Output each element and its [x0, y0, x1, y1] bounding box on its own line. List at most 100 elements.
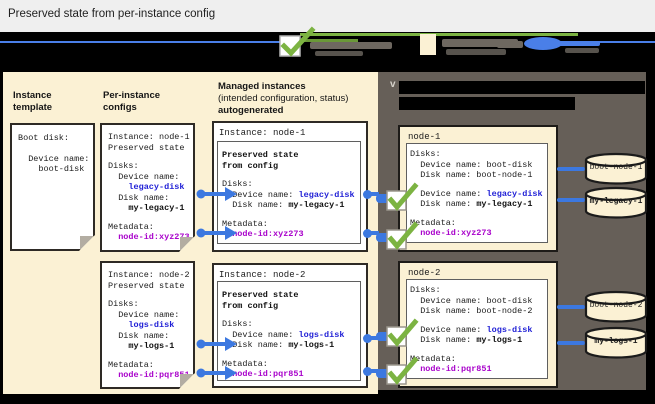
managed-instances-note: autogenerated [218, 105, 284, 116]
vm-card-node-2: node-2 Disks: Device name: boot-disk Dis… [398, 261, 558, 388]
managed-instances-title: Managed instances [218, 81, 306, 92]
connector-stub [376, 332, 391, 341]
legend-blue-line-right [558, 41, 655, 43]
per-instance-config-card-node-1: Instance: node-1 Preserved state Disks: … [100, 123, 195, 252]
disk-connector-line [557, 341, 585, 345]
config1-metadata-value: node-id:xyz273 [108, 232, 190, 242]
vm2-disks-label: Disks: [410, 285, 441, 295]
config2-instance-line: Instance: node-2 [108, 270, 190, 280]
managed-instance-card-node-2: Instance: node-2 Preserved state from co… [212, 263, 368, 388]
column-header-instance-template: Instance template [13, 90, 53, 113]
checkmark-icon-vm1-metadata [386, 221, 419, 250]
disk-label-boot-node-1: boot-node-1 [589, 163, 643, 172]
config2-state-line: Preserved state [108, 280, 185, 291]
config1-instance-line: Instance: node-1 [108, 132, 190, 142]
vm1-boot-device-line: Device name: boot-disk [410, 159, 533, 170]
page-fold [79, 235, 95, 251]
connector-line [367, 231, 379, 235]
disk-label-boot-node-2: boot-node-2 [589, 301, 643, 310]
vm2-disk-line: Disk name: my-logs-1 [410, 335, 523, 345]
managed2-preserved-2: from config [222, 300, 279, 311]
column-header-per-instance-configs: Per-instance configs [103, 90, 161, 113]
connector-stub [376, 369, 391, 378]
vm1-disks-label: Disks: [410, 149, 441, 159]
connector-arrow-config1-metadata [196, 226, 237, 240]
config1-metadata-label: Metadata: [108, 221, 154, 232]
config2-device-value: logs-disk [108, 320, 175, 330]
connector-line [367, 369, 379, 373]
connector-line [367, 192, 379, 196]
vm1-config-box: Disks: Device name: boot-disk Disk name:… [406, 143, 548, 243]
per-instance-config-card-node-2: Instance: node-2 Preserved state Disks: … [100, 261, 195, 389]
managed2-metadata-value: node-id:pqr851 [222, 369, 304, 379]
legend-template-swatch [420, 34, 436, 55]
legend-checkmark-icon [279, 26, 316, 57]
config1-device-label: Device name: [108, 171, 180, 182]
instance-template-card: Boot disk: Device name: boot-disk [10, 123, 95, 251]
managed2-preserved-1: Preserved state [222, 290, 299, 300]
connector-arrow-config2-disks [196, 337, 237, 351]
config1-device-value: legacy-disk [108, 182, 185, 192]
managed1-disk-line: Disk name: my-legacy-1 [222, 200, 345, 210]
vm1-title: node-1 [408, 132, 441, 142]
redacted-heading-line-2 [399, 97, 575, 110]
disk-label-my-legacy-1: my-legacy-1 [589, 197, 643, 206]
redacted-heading-line-1 [399, 81, 645, 94]
page-fold [179, 373, 195, 389]
redacted-legend-text [442, 39, 518, 47]
disk-cylinder-icon [584, 326, 648, 359]
redacted-legend-text [315, 51, 363, 56]
config1-disk-value: my-legacy-1 [108, 203, 185, 213]
managed2-metadata-label: Metadata: [222, 358, 268, 369]
vm1-metadata-value: node-id:xyz273 [410, 228, 492, 238]
managed2-title: Instance: node-2 [219, 270, 306, 280]
connector-line [367, 336, 379, 340]
legend-green-line [300, 33, 578, 36]
top-title-bar: Preserved state from per-instance config [0, 0, 655, 32]
config2-disk-label: Disk name: [108, 330, 170, 341]
managed1-metadata-label: Metadata: [222, 218, 268, 229]
legend-green-line-short [300, 39, 358, 42]
redacted-legend-text [446, 49, 506, 55]
vm2-boot-disk-line: Disk name: boot-node-2 [410, 306, 533, 316]
checkmark-icon-vm1-disks [386, 182, 419, 211]
managed1-device-line: Device name: legacy-disk [222, 189, 355, 200]
connector-stub [376, 233, 391, 242]
diagram-title: Preserved state from per-instance config [8, 8, 216, 20]
config2-metadata-label: Metadata: [108, 359, 154, 370]
connector-arrow-config1-disks [196, 187, 237, 201]
managed-instance-card-node-1: Instance: node-1 Preserved state from co… [212, 121, 368, 252]
vm1-boot-disk-line: Disk name: boot-node-1 [410, 170, 533, 180]
disk-cylinder-icon [584, 290, 648, 323]
config1-state-line: Preserved state [108, 142, 185, 153]
connector-arrow-config2-metadata [196, 366, 237, 380]
config2-device-label: Device name: [108, 309, 180, 320]
checkmark-icon-vm2-metadata [386, 356, 419, 385]
redacted-legend-text [565, 48, 599, 53]
disk-connector-line [557, 167, 585, 171]
vm1-metadata-label: Metadata: [410, 217, 456, 228]
redacted-legend-text [497, 41, 523, 48]
vm2-title: node-2 [408, 268, 441, 278]
managed1-disks-label: Disks: [222, 179, 253, 189]
disk-cylinder-icon [584, 152, 648, 185]
template-device-value: boot-disk [18, 164, 85, 174]
vm1-disk-line: Disk name: my-legacy-1 [410, 199, 533, 209]
managed2-device-line: Device name: logs-disk [222, 329, 345, 340]
connector-stub [376, 194, 391, 203]
vm2-config-box: Disks: Device name: boot-disk Disk name:… [406, 279, 548, 379]
managed2-disk-line: Disk name: my-logs-1 [222, 340, 335, 350]
managed-instances-subtitle: (intended configuration, status) [218, 93, 349, 104]
redacted-legend-text [310, 42, 392, 49]
disk-connector-line [557, 305, 585, 309]
config2-disks-label: Disks: [108, 299, 139, 309]
checkmark-icon-vm2-disks [386, 318, 419, 347]
vm2-boot-device-line: Device name: boot-disk [410, 295, 533, 306]
vm-card-node-1: node-1 Disks: Device name: boot-disk Dis… [398, 125, 558, 252]
disk-connector-line [557, 198, 585, 202]
legend-disk-oval-tail [556, 41, 600, 46]
managed1-preserved-2: from config [222, 160, 279, 171]
disk-cylinder-icon [584, 186, 648, 219]
template-device-label: Device name: [18, 153, 90, 164]
